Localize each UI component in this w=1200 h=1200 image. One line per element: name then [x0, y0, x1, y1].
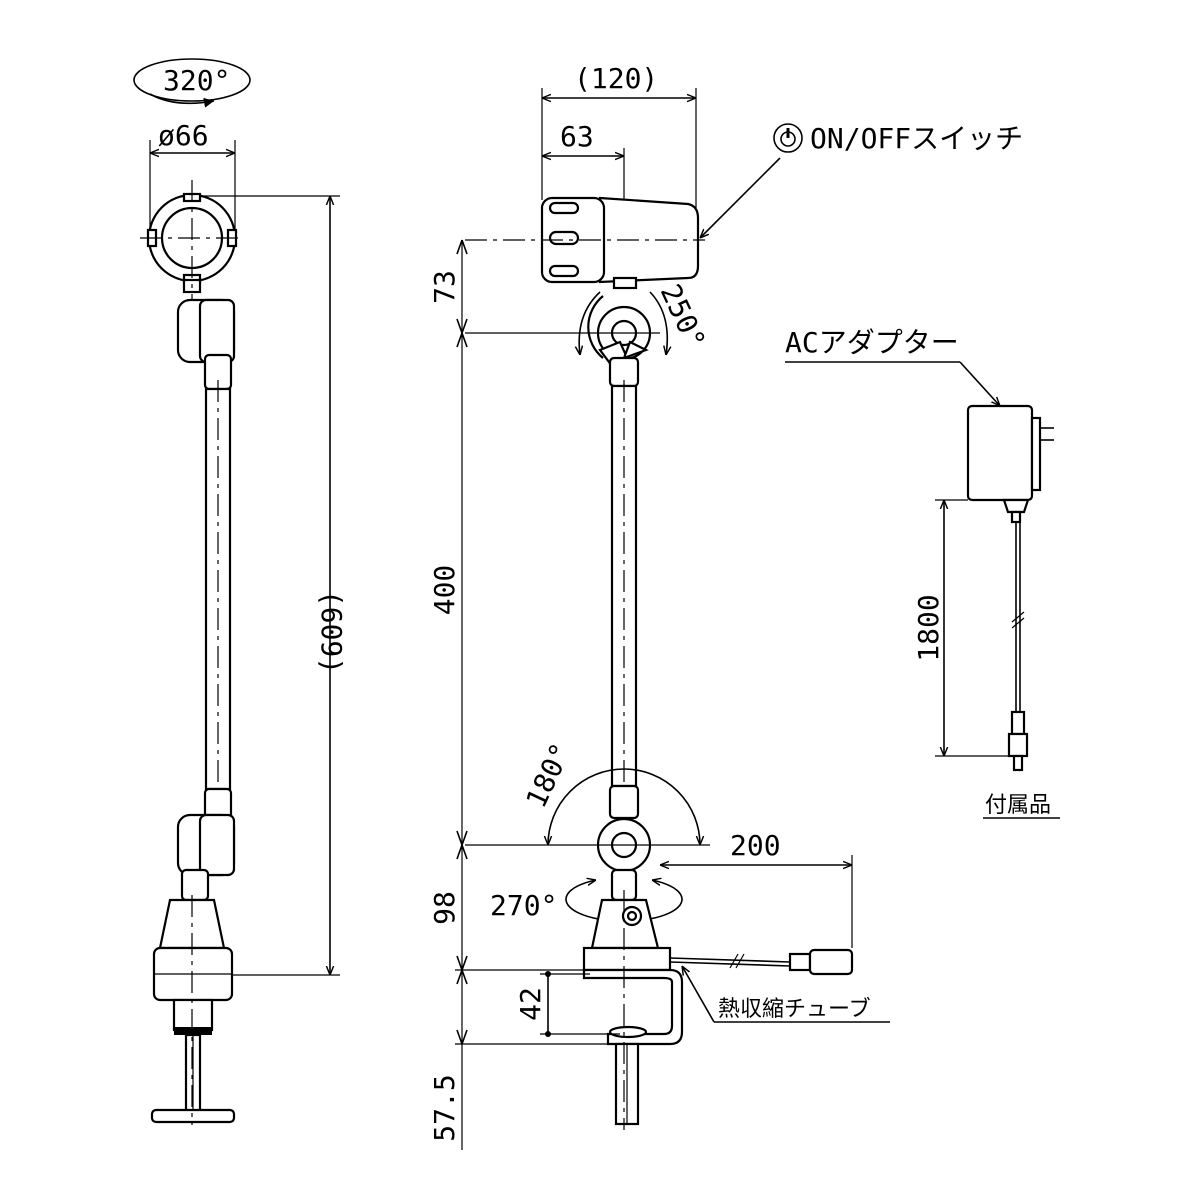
arm-front [204, 380, 232, 800]
ac-adapter-view: ACアダプター 1800 付属品 [785, 326, 1060, 819]
adapter-callout: ACアダプター [785, 326, 1000, 406]
upper-joint-front [176, 298, 236, 391]
lower-joint-front [176, 787, 236, 902]
head-tilt-text: 250° [654, 279, 712, 354]
rotation-top-annotation: 320° [133, 58, 251, 108]
lamp-head-front [140, 180, 244, 300]
total-height-dim: (609) [200, 195, 348, 976]
cable-length-dim: 200 [660, 829, 853, 948]
arm-side [610, 380, 638, 800]
adapter-cord-dim: 1800 [912, 499, 1009, 757]
total-height-text: (609) [315, 590, 348, 674]
clamp-height-dim: 42 [514, 971, 620, 1037]
lower-joint-text: 98 [428, 891, 461, 925]
elbow-side: 180° [465, 738, 710, 902]
head-offset-text: 63 [560, 120, 594, 153]
tube-label: 熱収縮チューブ [718, 997, 871, 1022]
switch-label: ON/OFFスイッチ [810, 122, 1023, 155]
adapter-label: ACアダプター [785, 326, 959, 359]
head-diameter-text: ø66 [158, 119, 209, 152]
upper-joint-text: 73 [428, 270, 461, 304]
switch-callout: ON/OFFスイッチ [700, 122, 1023, 238]
lamp-head-side [465, 196, 705, 290]
cable-length-text: 200 [730, 829, 781, 862]
tube-callout: 熱収縮チューブ [682, 966, 890, 1023]
side-view: (120) 63 ON/OFFスイッチ [428, 62, 1023, 1150]
vertical-chain-dim: 73 400 98 57.5 [428, 239, 608, 1150]
adapter-cord-text: 1800 [912, 594, 945, 661]
clamp-shaft-text: 57.5 [428, 1074, 461, 1141]
clamp-height-text: 42 [514, 987, 547, 1021]
base-rotation-text: 270° [490, 889, 557, 922]
front-view: 320° ø66 [133, 58, 348, 1125]
power-icon [773, 123, 803, 153]
accessory-label: 付属品 [985, 793, 1051, 818]
elbow-swing-text: 180° [519, 738, 577, 813]
arm-length-text: 400 [428, 565, 461, 616]
head-diameter-dim: ø66 [149, 119, 236, 238]
accessory-note: 付属品 [983, 793, 1060, 819]
head-length-dim: (120) 63 [541, 62, 697, 285]
base-clamp-front [150, 895, 236, 1125]
head-length-text: (120) [574, 62, 658, 95]
upper-pivot-side: 250° [465, 279, 712, 388]
base-rotation-side: 270° [490, 880, 683, 923]
base-clamp-side [582, 890, 854, 1130]
adapter-body [966, 404, 1054, 772]
rotation-top-text: 320° [163, 64, 230, 97]
